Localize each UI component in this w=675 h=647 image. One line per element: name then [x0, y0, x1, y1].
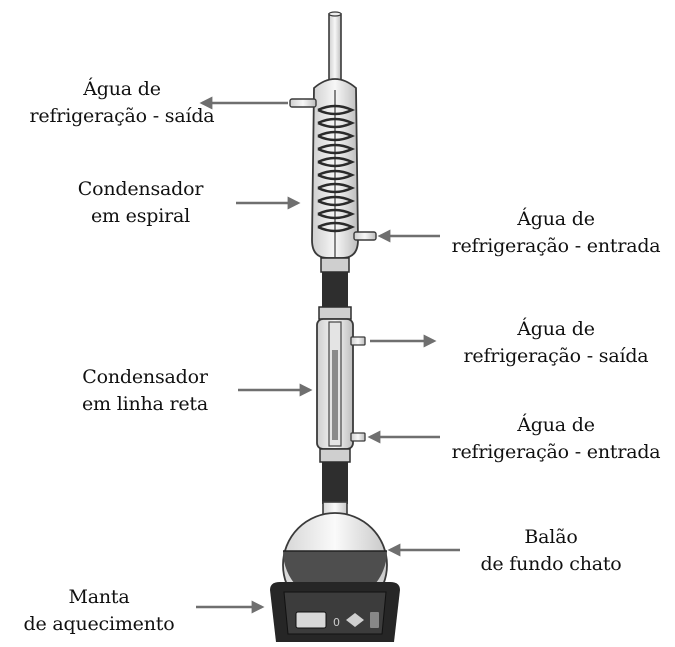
svg-text:0: 0 [333, 616, 340, 629]
label-mantle-line2: de aquecimento [23, 613, 175, 635]
label-inlet-top: Água de refrigeração - entrada [440, 206, 672, 260]
label-flask-line2: de fundo chato [480, 553, 622, 575]
heating-mantle: 0 [270, 582, 400, 642]
straight-inlet-nozzle [350, 432, 366, 442]
label-outlet-top-line1: Água de [83, 78, 161, 100]
label-mantle: Manta de aquecimento [4, 584, 194, 638]
label-outlet-bottom-line2: refrigeração - saída [463, 345, 649, 367]
label-straight-line2: em linha reta [82, 393, 208, 415]
mantle-knob [346, 613, 364, 627]
label-inlet-bottom-line1: Água de [517, 414, 595, 436]
label-inlet-top-line1: Água de [517, 208, 595, 230]
label-outlet-bottom-line1: Água de [517, 318, 595, 340]
label-inlet-top-line2: refrigeração - entrada [451, 235, 661, 257]
label-spiral-condenser: Condensador em espiral [48, 176, 233, 230]
label-mantle-line1: Manta [68, 586, 130, 608]
top-inlet-tube [328, 11, 342, 93]
label-arrows [196, 96, 460, 614]
label-flask-line1: Balão [524, 526, 578, 548]
label-straight-condenser: Condensador em linha reta [50, 364, 240, 418]
spiral-outlet-nozzle [289, 98, 317, 108]
label-spiral-line1: Condensador [77, 178, 204, 200]
label-flask: Balão de fundo chato [456, 524, 646, 578]
straight-condenser [316, 318, 366, 450]
label-outlet-top: Água de refrigeração - saída [22, 76, 222, 130]
ground-joint-upper [318, 257, 352, 320]
mantle-display [295, 611, 327, 629]
label-inlet-bottom: Água de refrigeração - entrada [440, 412, 672, 466]
label-outlet-top-line2: refrigeração - saída [29, 105, 215, 127]
spiral-condenser [289, 78, 377, 259]
label-inlet-bottom-line2: refrigeração - entrada [451, 441, 661, 463]
label-spiral-line2: em espiral [90, 205, 191, 227]
straight-outlet-nozzle [350, 336, 366, 346]
label-straight-line1: Condensador [82, 366, 208, 388]
label-outlet-bottom: Água de refrigeração - saída [440, 316, 672, 370]
ground-joint-lower [319, 448, 351, 504]
spiral-inlet-nozzle [353, 231, 377, 241]
